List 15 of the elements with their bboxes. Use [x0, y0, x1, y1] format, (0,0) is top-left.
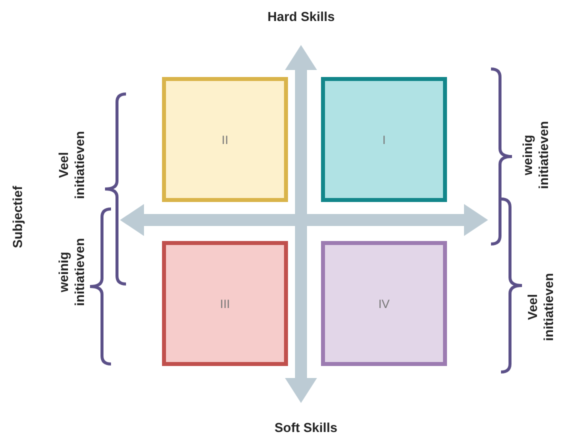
axis-label: Subjectief: [10, 186, 26, 248]
bracket-label: weinig initiatieven: [56, 237, 88, 308]
quadrant-number: I: [382, 132, 386, 146]
quadrant-number: III: [220, 296, 230, 310]
axis-label: Hard Skills: [268, 9, 335, 25]
quadrant-box: [162, 241, 288, 366]
quadrant-number: II: [222, 132, 228, 146]
quadrant-box: [321, 241, 447, 366]
quadrant-box: [162, 77, 288, 202]
bracket-label: Veel initiatieven: [525, 272, 557, 343]
axis-label: Soft Skills: [274, 420, 338, 436]
bracket-label: Veel initiatieven: [56, 130, 88, 201]
quadrant-number: IV: [378, 296, 390, 310]
quadrant-box: [321, 77, 447, 202]
bracket-label: weinig initiatieven: [520, 120, 552, 191]
